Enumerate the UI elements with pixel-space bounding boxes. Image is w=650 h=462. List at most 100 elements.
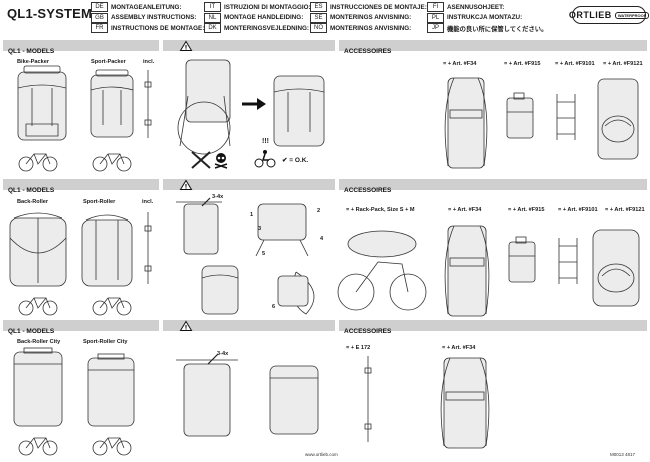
section-2-warning-bar: [163, 179, 335, 190]
accessory-label: = + Art. #F915: [504, 61, 541, 67]
lang-code: IT: [204, 2, 221, 13]
lang-code: FR: [91, 23, 108, 34]
section-1-warning-bar: [163, 40, 335, 51]
lang-code: SE: [310, 12, 327, 23]
bag-mounted-illustration: [201, 265, 239, 315]
step-marker: 4: [320, 236, 324, 242]
lang-code: GB: [91, 12, 108, 23]
bike-icon: [92, 437, 132, 456]
sport-roller-bag-illustration: [81, 214, 133, 287]
ok-mark: ✔ = O.K.: [282, 157, 309, 164]
ortlieb-logo: ORTLIEB WATERPROOF: [568, 6, 650, 24]
incl-label: incl.: [143, 59, 155, 65]
backpack-harness-illustration: [444, 225, 490, 317]
accessory-label: = + E 172: [346, 345, 371, 351]
arrow-right-icon: [242, 98, 266, 110]
lang-code: NL: [204, 12, 221, 23]
model-label: Bike-Packer: [17, 59, 50, 65]
bike-icon: [92, 153, 132, 172]
bike-icon: [92, 297, 132, 316]
incl-label: incl.: [142, 199, 154, 205]
back-roller-bag-illustration: [9, 212, 67, 287]
model-label: Sport-Packer: [91, 59, 126, 65]
footer-code: M0013 4817: [610, 452, 636, 457]
lang-text: INSTRUCTIONS DE MONTAGE:: [111, 24, 205, 32]
accessory-label: = + Art. #F915: [508, 207, 545, 213]
bike-packer-bag-illustration: [17, 65, 67, 141]
hook-adjust-city-illustration: [176, 353, 238, 437]
lang-text: INSTRUCCIONES DE MONTAJE:: [330, 3, 427, 11]
accessory-label: = + Art. #F9121: [603, 61, 643, 67]
section-2-models-bar: QL1 - MODELS: [3, 179, 159, 194]
bottle-holder-illustration: [556, 94, 576, 140]
step-count-label: 3-4x: [212, 194, 224, 200]
canister-illustration: [506, 92, 534, 139]
sport-roller-city-bag-illustration: [87, 353, 135, 427]
section-1-accessories-bar: ACCESSOIRES: [339, 40, 647, 55]
mounting-steps-illustration: [255, 203, 315, 315]
lang-text: ASSEMBLY INSTRUCTIONS:: [111, 14, 197, 22]
sport-packer-bag-illustration: [90, 69, 134, 138]
strap-illustration: [144, 70, 152, 138]
helmet-bag-illustration: [592, 229, 640, 307]
accessory-label: = + Art. #F34: [442, 345, 476, 351]
model-label: Back-Roller City: [17, 339, 61, 345]
accessory-label: = + Art. #F9121: [605, 207, 645, 213]
lang-text: MONTERINGS ANVISNING:: [330, 24, 412, 32]
rack-pack-bike-illustration: [337, 230, 427, 311]
correct-mounting-illustration: [273, 75, 325, 147]
hook-adjust-illustration: [176, 197, 222, 255]
lang-code: DK: [204, 23, 221, 34]
e172-strap-illustration: [364, 356, 372, 442]
lang-text: ASENNUSOHJEET:: [447, 3, 505, 11]
lang-text: MONTAGE HANDLEIDING:: [224, 14, 304, 22]
strap-illustration: [144, 212, 152, 284]
section-3-models-bar: QL1 - MODELS: [3, 320, 159, 335]
lang-text: ISTRUZIONI DI MONTAGGIO:: [224, 3, 311, 11]
warning-triangle-icon: !: [179, 179, 193, 191]
lang-code: DE: [91, 2, 108, 13]
svg-text:!: !: [185, 325, 188, 332]
bike-icon: [18, 437, 58, 456]
logo-badge: WATERPROOF: [614, 11, 650, 19]
lang-code: NO: [310, 23, 327, 34]
lang-code: FI: [427, 2, 444, 13]
step-marker: 1: [250, 212, 254, 218]
svg-text:!: !: [185, 45, 188, 52]
lang-text: MONTAGEANLEITUNG:: [111, 3, 182, 11]
lang-code: PL: [427, 12, 444, 23]
accessory-label: = + Art. #F9101: [555, 61, 595, 67]
lang-code: ES: [310, 2, 327, 13]
section-3-accessories-bar: ACCESSOIRES: [339, 320, 647, 335]
warning-triangle-icon: !: [179, 40, 193, 52]
section-1-models-bar: QL1 - MODELS: [3, 40, 159, 55]
backpack-harness-illustration: [444, 77, 488, 169]
model-label: Back-Roller: [17, 199, 49, 205]
bag-mounted-city-illustration: [269, 365, 319, 435]
bike-icon: [18, 153, 58, 172]
bottle-holder-illustration: [558, 238, 578, 284]
model-label: Sport-Roller City: [83, 339, 128, 345]
canister-illustration: [508, 236, 536, 283]
bike-icon: [18, 297, 58, 316]
lang-code: JP: [427, 23, 444, 34]
footer-url: www.ortlieb.com: [305, 452, 338, 457]
section-2-accessories-bar: ACCESSOIRES: [339, 179, 647, 194]
danger-mark: !!!: [262, 138, 269, 145]
backpack-harness-illustration: [440, 357, 490, 449]
svg-text:!: !: [185, 184, 188, 191]
cyclist-icon: [254, 150, 276, 168]
step-count-label: 3-4x: [217, 351, 229, 357]
back-roller-city-bag-illustration: [13, 347, 63, 427]
accessory-label: = + Art. #F34: [448, 207, 482, 213]
lang-text: MONTERINGS ANVISNING:: [330, 14, 412, 22]
accessory-label: = + Art. #F34: [443, 61, 477, 67]
model-label: Sport-Roller: [83, 199, 116, 205]
step-marker: 3: [258, 226, 262, 232]
logo-brand: ORTLIEB: [568, 10, 612, 20]
lang-text: 機能の良い所に保管してください。: [447, 25, 548, 33]
skull-icon: [214, 153, 228, 169]
